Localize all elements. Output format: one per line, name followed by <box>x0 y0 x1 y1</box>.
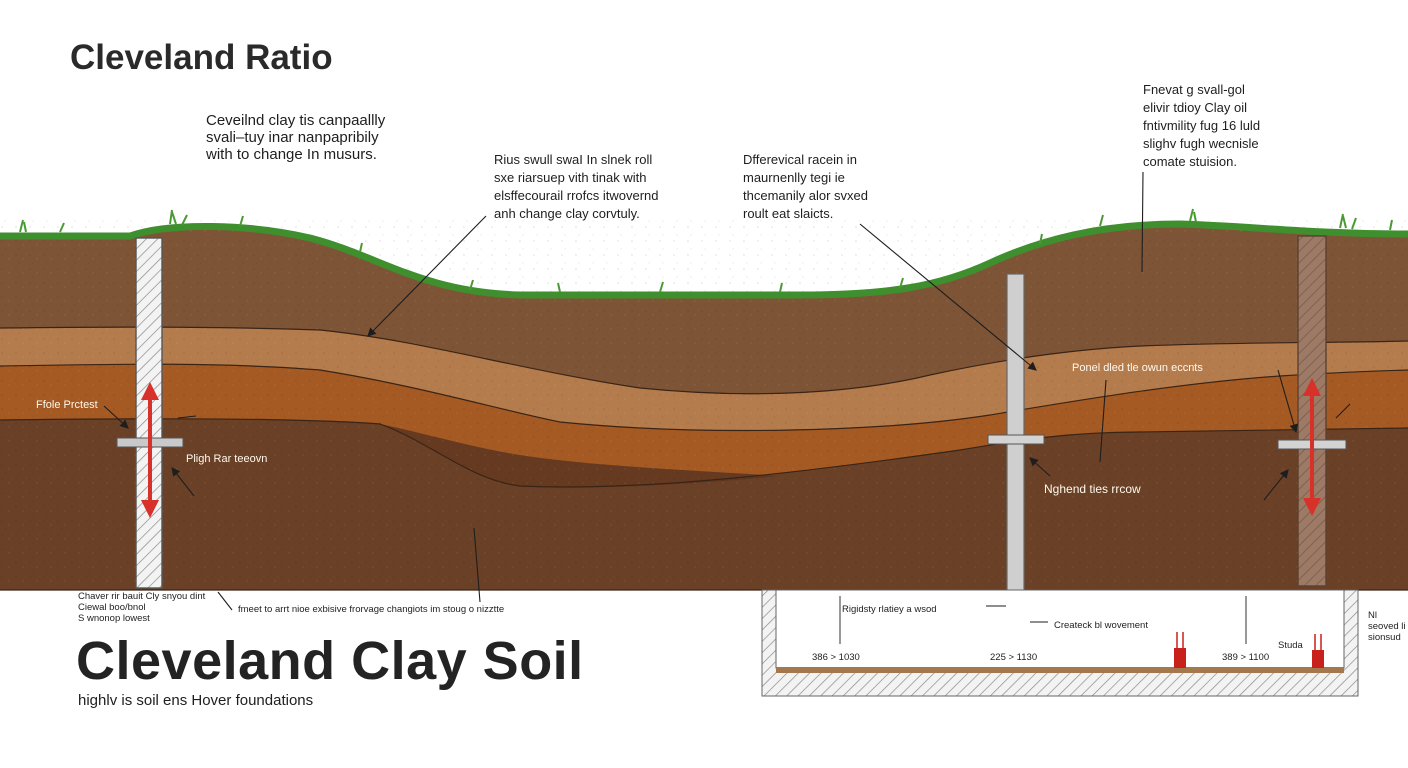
annotation-center: Rius swull swaI In slnek roll sxe riarsu… <box>494 152 659 221</box>
foundation-bed <box>761 589 1359 697</box>
note-bottom-left: Chaver rir bauit Cly snyou dint Ciewal b… <box>78 591 206 624</box>
label-pile-protect: Ffole Prctest <box>36 399 98 411</box>
annotation-center-right: Dfferevical racein in maurnenlly tegi ie… <box>743 152 868 221</box>
diagram-title-top: Cleveland Ratio <box>70 38 333 77</box>
soil-texture <box>0 220 1408 590</box>
label-highend: Nghend ties rrcow <box>1044 482 1141 496</box>
leader-lines <box>103 171 1351 623</box>
annotation-top-left: Ceveilnd clay tis canpaallly svali–tuy i… <box>206 112 386 163</box>
layer-boundaries <box>0 326 1408 591</box>
grass-tufts <box>19 208 1393 293</box>
label-studs: Studa <box>1278 640 1303 651</box>
note-far-right: Nl seoved li sionsud <box>1368 610 1406 643</box>
movement-arrow-left <box>141 382 159 518</box>
diagram-title-main: Cleveland Clay Soil <box>76 631 584 691</box>
pile-center <box>987 273 1045 645</box>
label-panel: Ponel dled tle owun eccnts <box>1072 362 1203 374</box>
grass-surface <box>0 220 1408 299</box>
note-bottom-center: fmeet to arrt nioe exbisive frorvage cha… <box>238 604 505 615</box>
diagram-subtitle: hiɡhlv is soil ens Hover foundations <box>78 692 314 709</box>
measurement-2: 225 > 1130 <box>990 652 1038 663</box>
measurement-1: 386 > 1030 <box>812 652 860 663</box>
label-pile-rear: Pligh Rar teeovn <box>186 453 268 465</box>
label-createck: Createck bl wovement <box>1054 620 1148 631</box>
movement-arrow-right <box>1303 378 1321 516</box>
annotation-top-right: Fnevat ɡ svall-ɡol elivir tdioy Clay oil… <box>1143 82 1261 169</box>
measurement-3: 389 > 1100 <box>1222 652 1270 663</box>
label-rigidity: Rigidsty rlatiey a wsod <box>842 604 937 615</box>
